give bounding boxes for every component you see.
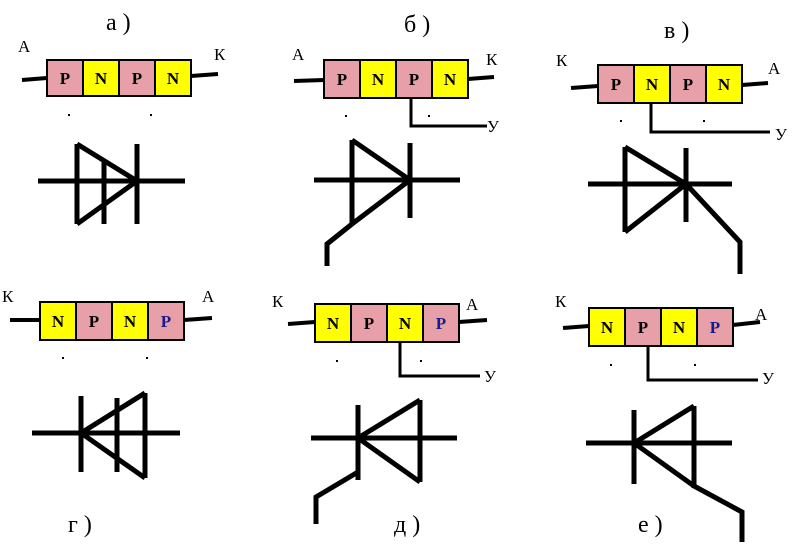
layer-3-g [111,301,149,341]
symbol-dinistor-a [38,141,185,227]
layer-1-letter-b: P [337,70,347,89]
layer-4-letter-a: N [167,69,180,88]
layer-3-letter-e: N [673,318,686,337]
semiconductor-bar-b: P N P N [323,59,469,99]
layer-2-letter-v: N [646,75,659,94]
lead-left-e [562,324,590,330]
layer-3-letter-g: N [124,312,137,331]
layer-1-d [314,303,352,343]
layer-2-letter-b: N [372,70,385,89]
panel-v: в ) К А У P N P N [556,18,788,274]
layer-3-d [386,303,424,343]
caption-g: г ) [68,512,92,538]
caption-d: д ) [394,512,420,538]
terminal-gate-v: У [775,125,788,144]
symbol-thyristor-d [311,397,457,524]
terminal-left-g: К [2,287,14,306]
layer-3-letter-d: N [399,314,412,333]
layer-2-b [359,59,397,99]
lead-right-g [183,316,213,322]
layer-3-letter-b: P [409,70,419,89]
layer-2-letter-a: N [95,69,108,88]
terminal-left-v: К [556,51,568,70]
layer-4-e [696,307,734,347]
layer-1-letter-g: N [52,312,65,331]
layer-4-letter-d: P [436,314,446,333]
layer-2-letter-d: P [364,314,374,333]
panel-d: д ) К А У N P N P [272,292,497,538]
layer-2-e [624,307,662,347]
layer-4-letter-g: P [161,312,171,331]
symbol-thyristor-b [314,137,460,266]
lead-left-d [287,320,316,326]
panel-a: а ) А К P N P N [18,10,226,227]
panel-e: е ) К А У N P N P [555,292,775,542]
layer-4-g [147,301,185,341]
caption-b: б ) [404,12,430,38]
terminal-right-v: А [768,59,781,78]
symbol-dinistor-g [32,390,180,481]
layer-4-letter-v: N [718,75,731,94]
layer-1-g [39,301,77,341]
dot-marks [62,114,705,366]
lead-left-v [570,84,599,90]
layer-4-v [705,64,743,104]
semiconductor-bar-d: N P N P [314,303,460,343]
layer-1-letter-v: P [611,75,621,94]
lead-left-b [293,78,325,83]
layer-4-letter-b: N [444,70,457,89]
symbol-thyristor-e [586,403,745,542]
lead-right-d [458,318,488,324]
lead-right-b [467,75,495,81]
terminal-left-d: К [272,292,284,311]
layer-1-letter-e: N [601,318,614,337]
layer-1-letter-d: N [327,314,340,333]
terminal-right-b: К [486,50,498,69]
lead-right-v [741,81,769,87]
semiconductor-bar-v: P N P N [597,64,743,104]
lead-left-a [21,76,48,82]
terminal-right-g: А [202,287,215,306]
terminal-gate-b: У [487,117,500,136]
layer-3-v [669,64,707,104]
layer-1-letter-a: P [60,69,70,88]
panel-b: б ) А К У P N P N [292,12,500,266]
layer-3-letter-v: P [683,75,693,94]
terminal-gate-d: У [484,367,497,386]
terminal-right-a: К [214,45,226,64]
semiconductor-bar-a: P N P N [46,59,192,97]
semiconductor-bar-e: N P N P [588,307,734,347]
caption-v: в ) [664,18,689,44]
gate-lead-e [646,346,758,382]
layer-2-letter-e: P [638,318,648,337]
terminal-left-b: А [292,45,305,64]
gate-lead-b [409,98,487,128]
gate-lead-d [398,342,480,378]
layer-3-a [118,59,156,97]
lead-right-a [190,72,219,78]
semiconductor-bar-g: N P N P [39,301,185,341]
symbol-thyristor-v [588,144,743,274]
layer-2-letter-g: P [89,312,99,331]
caption-a: а ) [106,10,131,36]
layer-2-g [75,301,113,341]
gate-lead-v [649,103,770,134]
layer-3-letter-a: P [132,69,142,88]
layer-1-a [46,59,84,97]
layer-4-a [154,59,192,97]
terminal-left-e: К [555,292,567,311]
terminal-left-a: А [18,37,31,56]
terminal-gate-e: У [762,369,775,388]
lead-right-e [732,320,761,327]
terminal-right-d: А [466,295,479,314]
layer-2-a [82,59,120,97]
panel-g: г ) К А N P N P [2,287,215,538]
layer-4-b [431,59,469,99]
terminal-right-e: А [755,305,768,324]
caption-e: е ) [638,512,663,538]
layer-4-letter-e: P [710,318,720,337]
layer-1-e [588,307,626,347]
layer-4-d [422,303,460,343]
